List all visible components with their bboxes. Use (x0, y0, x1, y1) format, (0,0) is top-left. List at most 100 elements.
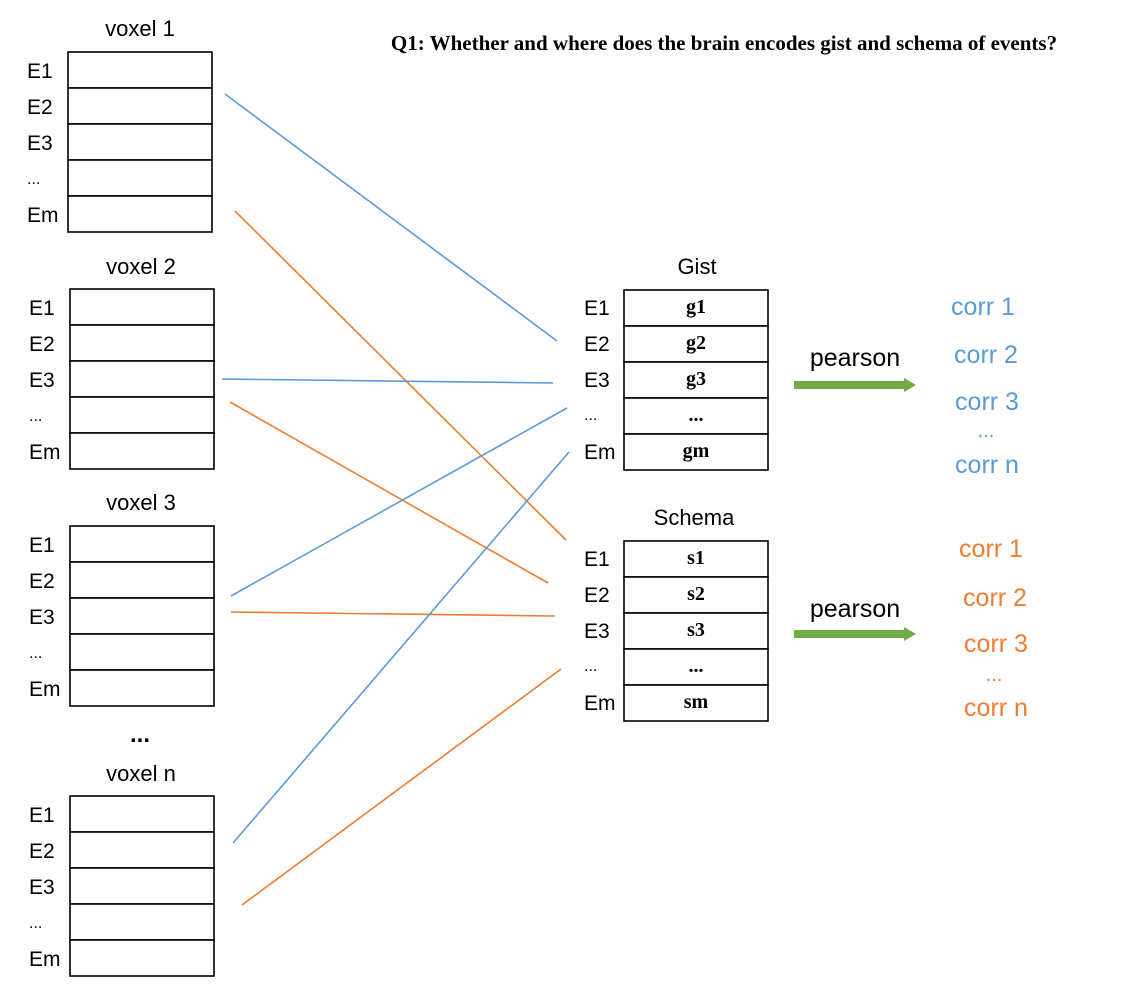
voxel-cell (69, 795, 215, 833)
schema-arrow-head (904, 627, 916, 641)
schema-cell-value: s3 (687, 619, 705, 641)
voxel-row-label-e1: E1 (27, 60, 53, 83)
schema-corr-1: corr 1 (959, 535, 1023, 563)
voxel-cell (69, 831, 215, 869)
schema-cell-value: s1 (687, 547, 705, 569)
schema-cell (623, 684, 769, 722)
voxel-row-label-e1: E1 (29, 534, 55, 557)
voxel-cell (69, 669, 215, 707)
voxel-row-label-e2: E2 (27, 96, 53, 119)
voxel-row-label-e3: E3 (29, 369, 55, 392)
gist-corr-ellipsis: ... (978, 420, 995, 442)
voxel-row-label-e2: E2 (29, 840, 55, 863)
voxel-cell (69, 561, 215, 599)
voxel-row-label-e2: E2 (29, 570, 55, 593)
schema-connection-line (229, 401, 549, 584)
gist-connection-line (230, 407, 568, 597)
schema-cell-value: ... (689, 655, 704, 677)
schema-row-label-ellipsis: ... (584, 658, 597, 675)
schema-cell (623, 540, 769, 578)
gist-cell-value: g3 (686, 368, 706, 390)
gist-pearson-label: pearson (810, 344, 900, 372)
gist-cell-value: g1 (686, 296, 706, 318)
voxel-cell (69, 432, 215, 470)
voxel-row-label-e1: E1 (29, 297, 55, 320)
voxel-title: voxel 3 (106, 490, 176, 515)
schema-corr-ellipsis: ... (986, 664, 1003, 686)
voxel-row-label-em: Em (29, 948, 61, 971)
gist-cell-value: gm (683, 440, 710, 462)
schema-connection-line (230, 611, 556, 617)
gist-cell-value: g2 (686, 332, 706, 354)
schema-row-label-em: Em (584, 692, 616, 715)
gist-cell-value: ... (689, 404, 704, 426)
gist-corr-list: corr 1 corr 2 corr 3 ... corr n (951, 293, 1019, 479)
voxel-cell (67, 195, 213, 233)
voxel-cell (67, 87, 213, 125)
schema-connection-line (241, 668, 562, 906)
voxel-cell (69, 324, 215, 362)
gist-connection-line (221, 378, 554, 384)
gist-cell (623, 289, 769, 327)
gist-connection-line (232, 451, 570, 844)
voxel-row-label-e3: E3 (27, 132, 53, 155)
voxel-cell (69, 867, 215, 905)
voxel-row-label-ellipsis: ... (29, 408, 42, 425)
gist-row-label-e2: E2 (584, 333, 610, 356)
question-heading: Q1: Whether and where does the brain enc… (391, 31, 1057, 55)
voxel-cell (69, 396, 215, 434)
schema-row-label-e1: E1 (584, 548, 610, 571)
connection-lines (221, 93, 570, 906)
voxel-row-label-em: Em (29, 441, 61, 464)
schema-cell (623, 612, 769, 650)
gist-corr-1: corr 1 (951, 293, 1015, 321)
gist-arrow-head (904, 378, 916, 392)
gist-row-label-ellipsis: ... (584, 407, 597, 424)
schema-cell-value: s2 (687, 583, 705, 605)
schema-corr-3: corr 3 (964, 630, 1028, 658)
voxel-cell (67, 51, 213, 89)
voxel-row-label-ellipsis: ... (29, 915, 42, 932)
schema-corr-n: corr n (964, 694, 1028, 722)
voxel-title: voxel 1 (105, 16, 175, 41)
voxel-cell (69, 288, 215, 326)
gist-row-label-e1: E1 (584, 297, 610, 320)
schema-title: Schema (654, 505, 735, 530)
voxel-cell (69, 597, 215, 635)
voxel-ellipsis: ... (130, 721, 150, 748)
voxel-row-label-e1: E1 (29, 804, 55, 827)
schema-row-label-e3: E3 (584, 620, 610, 643)
voxel-row-label-ellipsis: ... (27, 171, 40, 188)
gist-cell (623, 325, 769, 363)
gist-corr-2: corr 2 (954, 341, 1018, 369)
voxel-cell (67, 159, 213, 197)
gist-corr-n: corr n (955, 451, 1019, 479)
gist-pearson-arrow (794, 378, 916, 392)
schema-corr-2: corr 2 (963, 584, 1027, 612)
voxel-cell (69, 939, 215, 977)
schema-connection-line (234, 210, 567, 541)
voxel-title: voxel n (106, 761, 176, 786)
voxel-row-label-em: Em (29, 678, 61, 701)
voxel-cell (67, 123, 213, 161)
gist-cell (623, 433, 769, 471)
voxel-row-label-em: Em (27, 204, 59, 227)
gist-corr-3: corr 3 (955, 388, 1019, 416)
schema-cell-value: sm (684, 691, 709, 713)
voxel-row-label-e2: E2 (29, 333, 55, 356)
voxel-cell (69, 903, 215, 941)
gist-connection-line (224, 93, 558, 342)
voxel-title: voxel 2 (106, 254, 176, 279)
voxel-row-label-e3: E3 (29, 606, 55, 629)
schema-pearson-label: pearson (810, 595, 900, 623)
gist-cell (623, 397, 769, 435)
schema-row-label-e2: E2 (584, 584, 610, 607)
